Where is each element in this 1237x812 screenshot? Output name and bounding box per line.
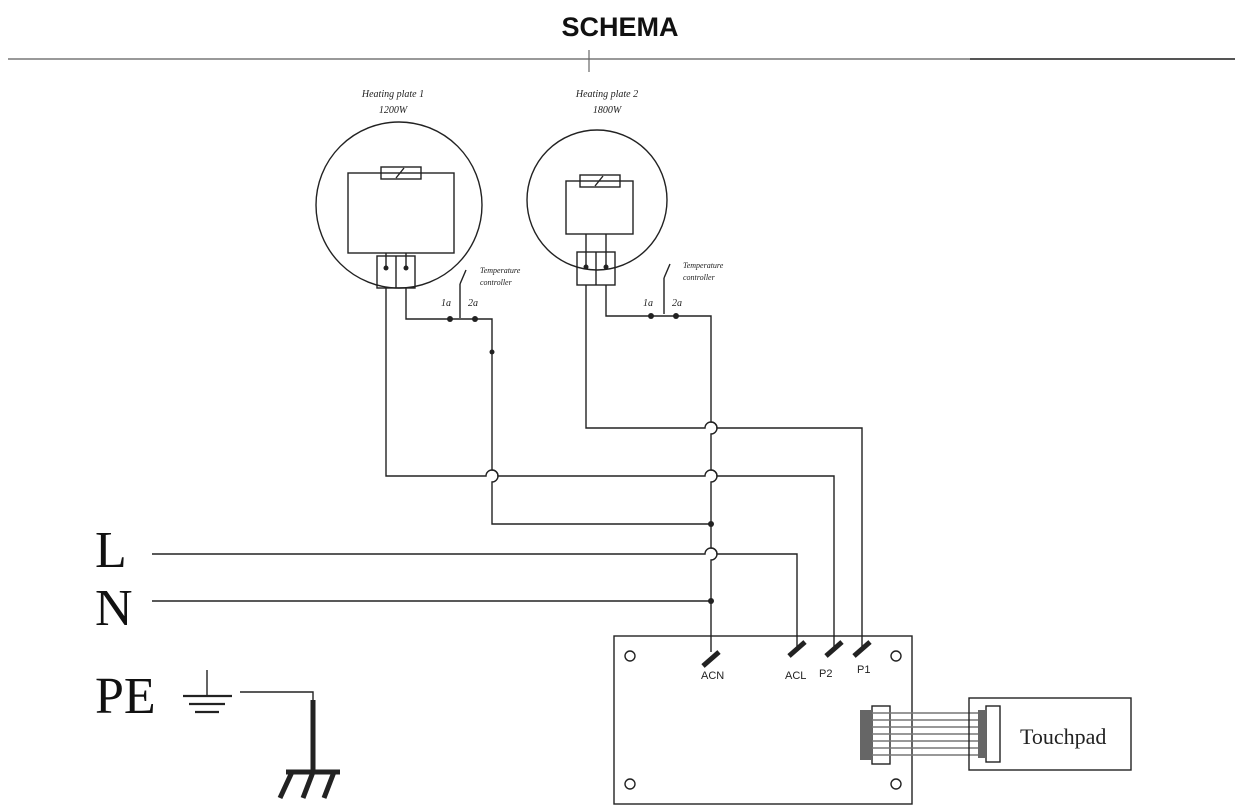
touchpad-label: Touchpad: [1020, 724, 1106, 749]
heating-plate-1: Heating plate 1 1200W: [315, 89, 483, 289]
ribbon-cable: [872, 712, 986, 756]
heating-plate-2-label: Heating plate 2: [575, 89, 638, 100]
terminal-acn: ACN: [701, 670, 724, 682]
terminal-p1: P1: [857, 664, 870, 676]
temperature-controller-1-label: Temperature: [480, 266, 521, 275]
wiring: [152, 285, 863, 770]
controller-1-terminal-1a: 1a: [441, 298, 451, 309]
heating-plate-1-power: 1200W: [379, 105, 409, 116]
line-label-pe: PE: [95, 668, 156, 725]
heating-element-1: [380, 166, 422, 180]
controller-1-terminal-2a: 2a: [468, 298, 478, 309]
terminal-acl: ACL: [785, 670, 806, 682]
control-board: ACN ACL P2 P1: [613, 635, 913, 805]
line-label-l: L: [95, 522, 127, 579]
line-label-n: N: [95, 580, 133, 637]
temperature-controller-1-label-2: controller: [480, 278, 513, 287]
temperature-controller-2: Temperature controller 1a 2a: [643, 261, 724, 319]
controller-2-terminal-1a: 1a: [643, 298, 653, 309]
chassis-ground-icon: [277, 700, 340, 800]
heating-element-2: [579, 174, 621, 188]
page-title: SCHEMA: [561, 12, 678, 42]
heating-plate-1-label: Heating plate 1: [361, 89, 424, 100]
heating-plate-2: Heating plate 2 1800W: [526, 89, 668, 286]
earth-symbol-icon: [183, 670, 232, 714]
terminal-p2: P2: [819, 668, 832, 680]
temperature-controller-2-label-2: controller: [683, 273, 716, 282]
temperature-controller-1: Temperature controller 1a 2a: [441, 266, 521, 322]
heating-plate-2-power: 1800W: [593, 105, 623, 116]
temperature-controller-2-label: Temperature: [683, 261, 724, 270]
controller-2-terminal-2a: 2a: [672, 298, 682, 309]
touchpad-module: Touchpad: [968, 697, 1132, 771]
